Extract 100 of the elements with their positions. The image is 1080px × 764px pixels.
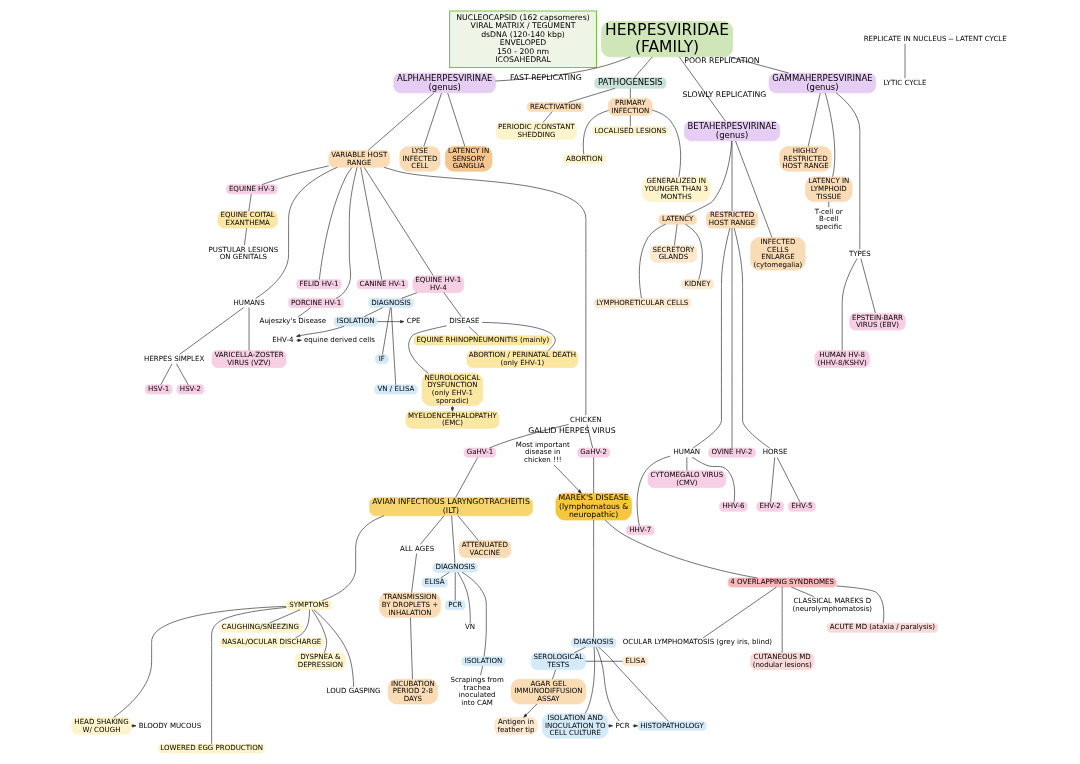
node-box: DYSPNEA & DEPRESSION [294, 652, 346, 671]
connector [636, 455, 670, 526]
node-box: 4 OVERLAPPING SYNDROMES [727, 577, 837, 588]
connector [311, 609, 327, 654]
node-box: AGAR GEL IMMUNODIFFUSION ASSAY [510, 678, 586, 705]
node-box: LOWERED EGG PRODUCTION [157, 743, 265, 754]
node-box: LOCALISED LESIONS [591, 126, 668, 136]
connector [604, 519, 757, 579]
node-box: EHV-5 [787, 501, 816, 512]
node-box: ISOLATION [461, 656, 505, 667]
connector [363, 167, 433, 276]
arrow [130, 724, 136, 728]
node-text: HERPES SIMPLEX [143, 353, 204, 363]
connector [407, 325, 447, 374]
connector [776, 457, 800, 503]
node-box: CUTANEOUS MD (nodular lesions) [749, 652, 814, 671]
node-text: VN [464, 622, 475, 632]
connector [461, 572, 487, 657]
connector [254, 167, 338, 299]
connector [247, 193, 252, 212]
connector [243, 227, 247, 246]
connector [481, 322, 556, 351]
node-box: EQUINE HV-1 HV-4 [412, 275, 464, 294]
connector [684, 224, 703, 280]
node-box: EQUINE COITAL EXANTHEMA [217, 210, 278, 229]
connector [728, 56, 789, 74]
node-box: LYMPHORETICULAR CELLS [593, 297, 691, 308]
node-box: ACUTE MD (ataxia / paralysis) [826, 622, 938, 633]
node-box: RESTRICTED HOST RANGE [705, 210, 758, 229]
node-text: Aujeszky's Disease [259, 316, 326, 326]
connector [335, 167, 357, 299]
node-box: TRANSMISSION BY DROPLETS + INHALATION [378, 592, 441, 618]
connector [595, 646, 620, 722]
arrow [522, 703, 537, 718]
connector [691, 456, 735, 503]
connector [824, 92, 835, 178]
node-text: CPE [406, 316, 420, 326]
node-text: LYTIC CYCLE [883, 77, 926, 87]
connector [383, 167, 586, 416]
node-text: OCULAR LYMPHOMATOSIS (grey iris, blind) [622, 637, 772, 647]
connector [586, 424, 593, 449]
connector [160, 363, 172, 386]
node-box: MYELOENCEPHALOPATHY (EMC) [404, 410, 499, 429]
node-box: VARICELLA-ZOSTER VIRUS (VZV) [211, 350, 286, 368]
connector [651, 109, 681, 177]
connector [597, 646, 669, 722]
connector [807, 92, 821, 147]
node-box: HIGHLY RESTRICTED HOST RANGE [778, 146, 832, 172]
connector [734, 140, 772, 238]
node-box: CAUGHING/SNEEZING [218, 622, 302, 633]
node-text: ALL AGES [399, 543, 434, 553]
node-box: PORCINE HV-1 [287, 297, 344, 308]
node-box: VARIABLE HOST RANGE [328, 150, 390, 168]
connector [567, 88, 615, 103]
connector [673, 224, 677, 246]
connector [367, 92, 434, 151]
connector [769, 457, 775, 503]
node-text: HUMAN [673, 447, 700, 457]
connector [692, 227, 730, 449]
node-box: ALPHAHERPESVIRINAE (genus) [392, 72, 496, 94]
node-box: DIAGNOSIS [570, 637, 616, 648]
node-text: Most important disease in chicken !!! [515, 439, 570, 465]
node-box: PRIMARY INFECTION [607, 98, 653, 116]
node-box: HHV-7 [625, 525, 654, 536]
node-box: REACTIVATION [526, 102, 584, 112]
node-box: ISOLATION [333, 316, 378, 327]
node-box: GENERALIZED IN YOUNGER THAN 3 MONTHS [641, 176, 710, 202]
node-box: KIDNEY [680, 279, 714, 290]
node-text: DISEASE [448, 316, 480, 326]
connector [318, 167, 352, 280]
node-box: HERPESVIRIDAE (FAMILY) [600, 21, 733, 58]
node-box: CANINE HV-1 [356, 279, 408, 290]
connector [584, 660, 623, 662]
connector [443, 292, 462, 318]
connector [261, 165, 329, 185]
connector [294, 609, 310, 639]
connector [488, 424, 569, 449]
node-text: PUSTULAR LESIONS ON GENITALS [208, 244, 278, 262]
connector [678, 56, 726, 122]
connector [860, 258, 876, 314]
node-box: PERIODIC /CONSTANT SHEDDING [495, 122, 577, 140]
connector [633, 56, 653, 78]
connector [584, 646, 595, 714]
node-text: LOUD GASPING [326, 686, 380, 696]
node-box: HSV-2 [176, 384, 204, 395]
connector [731, 140, 732, 212]
connector [409, 617, 413, 680]
node-box: Antigen in feather tip [493, 717, 537, 735]
node-box: NASAL/OCULAR DISCHARGE [218, 637, 324, 648]
node-box: HISTOPATHOLOGY [636, 720, 707, 731]
node-box: GaHV-2 [576, 447, 610, 458]
connector [582, 110, 609, 155]
connector [454, 457, 478, 498]
connector [210, 607, 287, 745]
node-text: T-cell or B-cell specific [814, 206, 843, 232]
node-box: EQUINE HV-3 [225, 184, 278, 195]
connector [457, 515, 479, 541]
node-box: LYSE INFECTED CELL [398, 146, 440, 172]
connector [440, 572, 450, 579]
node-box: INCUBATION PERIOD 2-8 DAYS [387, 678, 438, 705]
